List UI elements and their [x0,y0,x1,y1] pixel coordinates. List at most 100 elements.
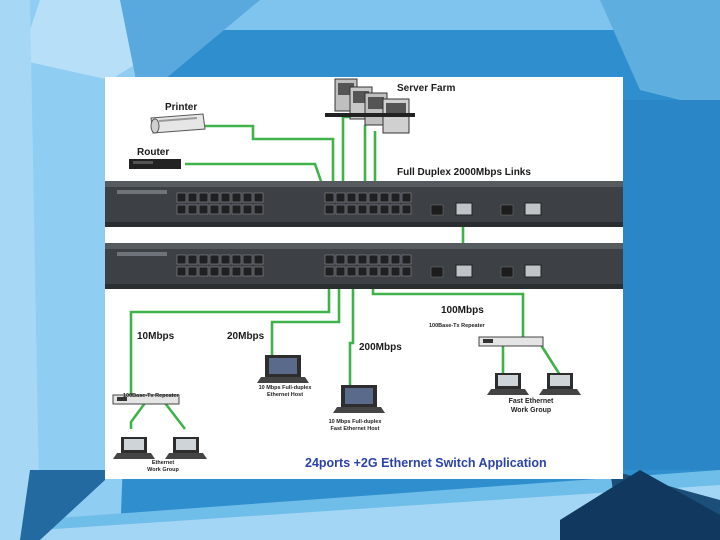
laptop-icon [333,385,385,413]
switch-port [198,254,209,265]
switch-port [368,204,379,215]
switch-port [401,266,412,277]
switch-port [187,266,198,277]
switch-port [335,266,346,277]
speed-100-label: 100Mbps [441,305,484,316]
switch-port [231,254,242,265]
repeater-right-label: 100Base-Tx Repeater [429,323,485,329]
link-lines [129,115,562,430]
switch-port [346,254,357,265]
repeater-left-label: 100Base-Tx Repeater [123,393,179,399]
switch-port [198,266,209,277]
switch-port [176,266,187,277]
switch-port [346,204,357,215]
link-10mbps [129,275,331,397]
switch-port [253,254,264,265]
router-label: Router [137,147,170,158]
printer-icon [150,113,206,134]
laptop-icon [257,355,309,383]
switch-port [242,254,253,265]
speed-10-label: 10Mbps [137,331,175,342]
diagram-graphics [105,78,623,459]
switch-port [231,266,242,277]
switch-port [176,192,187,203]
switch-port [209,192,220,203]
link-20mbps [270,275,341,362]
fast-group-line-1: Fast Ethernet [508,398,554,405]
switch-port [220,192,231,203]
switch-port [242,192,253,203]
switch-port [346,266,357,277]
switch-port [346,192,357,203]
switch-port [390,254,401,265]
workstation-icon [539,373,581,395]
switch-port [379,254,390,265]
ethernet-host-label: 10 Mbps Full-duplex Ethernet Host [245,385,325,399]
switch-port [187,254,198,265]
repeater-icon [112,394,180,405]
link-printer [203,124,335,187]
server-farm-icon [325,78,415,134]
ethernet-host-line-2: Ethernet Host [266,392,304,398]
switch-port [379,266,390,277]
switch-port [379,192,390,203]
fast-ethernet-group-label: Fast Ethernet Work Group [491,397,571,415]
switch-port [242,266,253,277]
switch-port [220,204,231,215]
switch-port [368,254,379,265]
switch-port [176,204,187,215]
switch-port [253,266,264,277]
switch-port [187,204,198,215]
switch-port [390,266,401,277]
switch-icon [105,243,623,289]
link-200mbps [348,275,355,393]
router-icon [129,159,181,169]
switch-port [198,192,209,203]
switch-port [324,192,335,203]
workstation-icon [165,437,207,459]
switch-port [220,266,231,277]
switch-port [401,204,412,215]
switch-port [198,204,209,215]
switch-port [220,254,231,265]
ethernet-group-line-2: Work Group [147,467,179,473]
switch-port [176,254,187,265]
full-duplex-label: Full Duplex 2000Mbps Links [397,167,531,178]
workstation-icon [487,373,529,395]
switch-port [187,192,198,203]
switch-port [335,204,346,215]
link-rep-left-a [129,402,147,429]
fast-host-line-2: Fast Ethernet Host [330,426,380,432]
ethernet-group-label: Ethernet Work Group [123,460,203,474]
switch-port [231,204,242,215]
switch-port [209,266,220,277]
switch-port [357,266,368,277]
link-rep-left-b [163,402,187,430]
server-farm-label: Server Farm [397,83,456,94]
switch-port [324,266,335,277]
network-diagram: Server Farm Printer Router Full Duplex 2… [105,77,623,479]
switch-port [253,192,264,203]
speed-20-label: 20Mbps [227,331,265,342]
switch-port [379,204,390,215]
switch-port [324,204,335,215]
fast-group-line-2: Work Group [510,407,552,414]
printer-label: Printer [165,102,198,113]
switch-port [253,204,264,215]
switch-port [390,192,401,203]
link-server-1 [341,115,353,187]
switch-port [357,204,368,215]
switch-port [401,254,412,265]
link-rep-right-b [539,344,562,376]
switch-port [209,254,220,265]
link-router [185,162,325,188]
switch-icon [105,181,623,227]
ethernet-group-line-1: Ethernet [151,460,175,466]
diagram-title: 24ports +2G Ethernet Switch Application [305,456,547,470]
switch-port [357,254,368,265]
switch-port [335,254,346,265]
switch-port [209,204,220,215]
speed-200-label: 200Mbps [359,342,402,353]
ethernet-host-line-1: 10 Mbps Full-duplex [258,385,312,391]
switch-port [324,254,335,265]
